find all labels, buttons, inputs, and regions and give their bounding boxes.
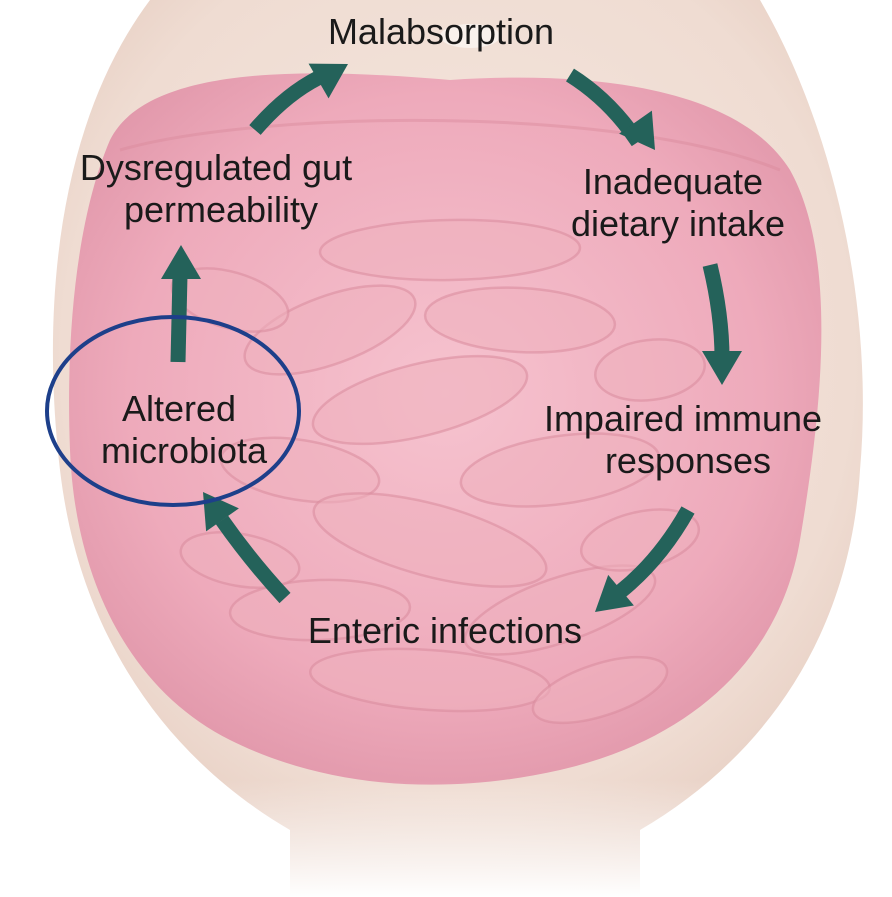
- node-label-altered-microbiota: Altered microbiota: [101, 388, 268, 471]
- bottom-fade: [0, 780, 892, 897]
- node-label-enteric-infections: Enteric infections: [308, 610, 582, 651]
- node-label-inadequate-dietary-intake: Inadequate dietary intake: [571, 161, 785, 244]
- node-label-malabsorption: Malabsorption: [328, 11, 554, 52]
